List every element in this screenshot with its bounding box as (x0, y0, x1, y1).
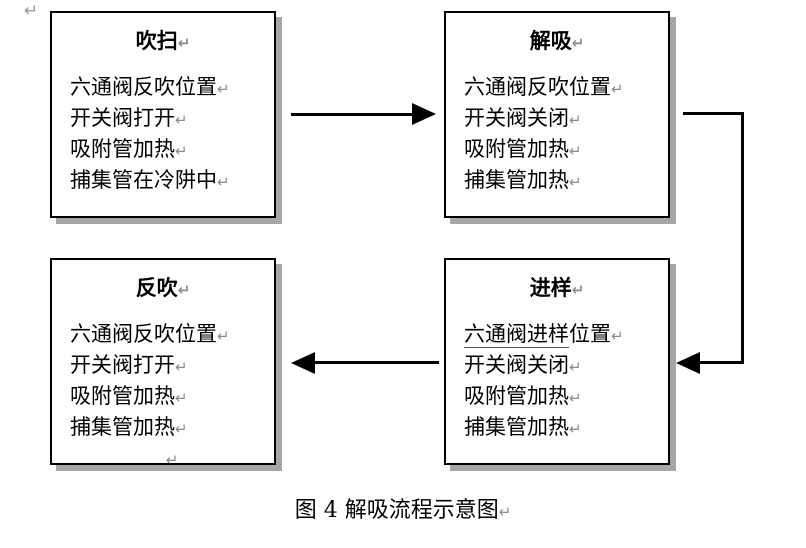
return-mark: ↵ (175, 420, 188, 438)
flow-box-inject-title: 进样↵ (446, 277, 668, 298)
flow-box-backflush-lines: 六通阀反吹位置↵ 开关阀打开↵ 吸附管加热↵ 捕集管加热↵ ↵ (52, 319, 274, 474)
flow-box-line-text: 开关阀打开 (70, 106, 175, 130)
arrow-head-left-icon (291, 352, 315, 374)
arrow-head-left-icon (676, 352, 700, 374)
return-mark: ↵ (217, 80, 230, 98)
spellcheck-underlined-text: 六通阀进样 (464, 322, 569, 348)
flow-box-line-text: 开关阀打开 (70, 353, 175, 377)
flow-box-line: 六通阀反吹位置↵ (70, 319, 274, 350)
flow-box-backflush-title-text: 反吹 (135, 275, 178, 300)
return-mark: ↵ (569, 142, 582, 160)
figure-caption: 图 4 解吸流程示意图↵ (0, 498, 806, 524)
return-mark: ↵ (175, 358, 188, 376)
flow-box-purge-title: 吹扫↵ (52, 30, 274, 51)
connector-desorb-to-inject-vertical (741, 112, 744, 364)
return-mark: ↵ (217, 327, 230, 345)
connector-desorb-to-inject-top (683, 112, 744, 115)
flow-box-line: 捕集管加热↵ (70, 412, 274, 443)
flow-box-line: 六通阀反吹位置↵ (70, 72, 274, 103)
flow-box-line-text: 六通阀反吹位置 (70, 75, 217, 99)
connector-desorb-to-inject-bottom (700, 361, 744, 364)
flow-box-line: 吸附管加热↵ (70, 381, 274, 412)
flow-box-line-text: 开关阀关闭 (464, 353, 569, 377)
document-return-mark: ↵ (24, 1, 39, 21)
flow-box-line-text: 吸附管加热 (70, 384, 175, 408)
flow-box-line-text: 吸附管加热 (464, 137, 569, 161)
return-mark: ↵ (175, 389, 188, 407)
flow-box-desorb-title: 解吸↵ (446, 30, 668, 51)
return-mark: ↵ (571, 281, 585, 299)
flow-box-backflush[interactable]: 反吹↵ 六通阀反吹位置↵ 开关阀打开↵ 吸附管加热↵ 捕集管加热↵ ↵ (50, 258, 276, 468)
flow-box-line: 吸附管加热↵ (464, 381, 668, 412)
return-mark: ↵ (217, 173, 230, 191)
flow-box-line: 捕集管加热↵ (464, 412, 668, 443)
flow-box-line-text: 吸附管加热 (70, 137, 175, 161)
flow-box-desorb-lines: 六通阀反吹位置↵ 开关阀关闭↵ 吸附管加热↵ 捕集管加热↵ (446, 72, 668, 196)
flow-box-line: 吸附管加热↵ (464, 134, 668, 165)
flow-box-line-empty: ↵ (70, 443, 274, 474)
flow-box-line: 开关阀打开↵ (70, 350, 274, 381)
flow-box-inject[interactable]: 进样↵ 六通阀进样位置↵ 开关阀关闭↵ 吸附管加热↵ 捕集管加热↵ (444, 258, 670, 465)
connector-inject-to-backflush-line (314, 361, 439, 364)
return-mark: ↵ (611, 80, 624, 98)
flow-box-purge-lines: 六通阀反吹位置↵ 开关阀打开↵ 吸附管加热↵ 捕集管在冷阱中↵ (52, 72, 274, 196)
return-mark: ↵ (177, 281, 191, 299)
flow-box-line: 吸附管加热↵ (70, 134, 274, 165)
flow-box-line: 捕集管加热↵ (464, 165, 668, 196)
flow-box-inject-title-text: 进样 (529, 275, 572, 300)
return-mark: ↵ (569, 389, 582, 407)
arrow-head-right-icon (412, 103, 436, 125)
return-mark: ↵ (569, 358, 582, 376)
flow-box-line: 六通阀反吹位置↵ (464, 72, 668, 103)
flow-box-line-text: 捕集管在冷阱中 (70, 168, 217, 192)
return-mark: ↵ (175, 142, 188, 160)
flow-box-line: 捕集管在冷阱中↵ (70, 165, 274, 196)
flow-box-line-text: 位置 (569, 322, 611, 346)
flow-box-line-text: 开关阀关闭 (464, 106, 569, 130)
return-mark: ↵ (569, 173, 582, 191)
connector-purge-to-desorb-line (291, 113, 428, 116)
flow-box-purge-title-text: 吹扫 (135, 28, 178, 53)
flow-box-line-text: 捕集管加热 (464, 415, 569, 439)
flow-box-desorb-title-text: 解吸 (529, 28, 572, 53)
return-mark: ↵ (611, 327, 624, 345)
flow-box-line-text: 六通阀反吹位置 (70, 322, 217, 346)
flow-box-line-text: 六通阀反吹位置 (464, 75, 611, 99)
return-mark: ↵ (165, 451, 179, 469)
flow-box-line: 开关阀打开↵ (70, 103, 274, 134)
return-mark: ↵ (569, 111, 582, 129)
flow-box-line: 六通阀进样位置↵ (464, 319, 668, 350)
figure-caption-text: 图 4 解吸流程示意图 (294, 498, 499, 523)
flow-box-line: 开关阀关闭↵ (464, 103, 668, 134)
return-mark: ↵ (175, 111, 188, 129)
flow-box-backflush-title: 反吹↵ (52, 277, 274, 298)
return-mark: ↵ (571, 34, 585, 52)
flow-box-line-text: 吸附管加热 (464, 384, 569, 408)
return-mark: ↵ (498, 503, 512, 521)
flow-box-line: 开关阀关闭↵ (464, 350, 668, 381)
flow-box-desorb[interactable]: 解吸↵ 六通阀反吹位置↵ 开关阀关闭↵ 吸附管加热↵ 捕集管加热↵ (444, 11, 670, 218)
flow-box-line-text: 捕集管加热 (70, 415, 175, 439)
flow-box-purge[interactable]: 吹扫↵ 六通阀反吹位置↵ 开关阀打开↵ 吸附管加热↵ 捕集管在冷阱中↵ (50, 11, 276, 218)
flow-box-inject-lines: 六通阀进样位置↵ 开关阀关闭↵ 吸附管加热↵ 捕集管加热↵ (446, 319, 668, 443)
return-mark: ↵ (177, 34, 191, 52)
flow-box-line-text: 捕集管加热 (464, 168, 569, 192)
return-mark: ↵ (569, 420, 582, 438)
